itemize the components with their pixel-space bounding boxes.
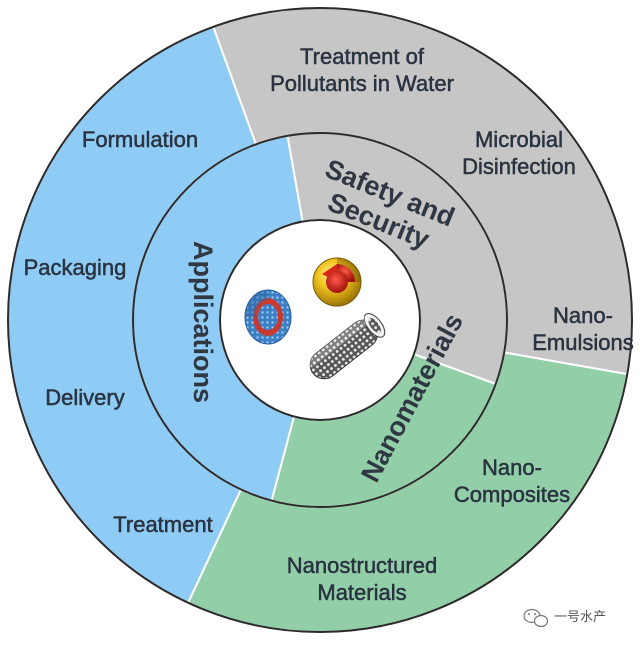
watermark: 一号水产 bbox=[523, 608, 606, 628]
treatment-label: Treatment bbox=[113, 512, 212, 537]
outer-ring bbox=[7, 7, 633, 633]
watermark-text: 一号水产 bbox=[554, 610, 606, 625]
applications-label: Applications bbox=[188, 241, 218, 403]
formulation-label: Formulation bbox=[82, 127, 198, 152]
nano-composites-line1: Nano- bbox=[482, 455, 542, 480]
nanocapsule-icon bbox=[244, 289, 292, 345]
wechat-icon bbox=[523, 608, 549, 628]
nano-emulsions-line1: Nano- bbox=[553, 303, 613, 328]
outer-ring-border bbox=[7, 7, 633, 633]
nanostructured-materials-line2: Materials bbox=[317, 580, 406, 605]
microbial-disinfection-line2: Disinfection bbox=[462, 154, 576, 179]
microbial-disinfection-line1: Microbial bbox=[475, 127, 563, 152]
treatment-of-pollutants-line2: Pollutants in Water bbox=[270, 71, 454, 96]
inner-ring-border bbox=[132, 132, 508, 508]
nanotube-icon bbox=[306, 313, 386, 380]
delivery-label: Delivery bbox=[45, 385, 124, 410]
treatment-of-pollutants-line1: Treatment of bbox=[300, 44, 425, 69]
packaging-label: Packaging bbox=[24, 255, 127, 280]
nano-emulsions-line2: Emulsions bbox=[532, 330, 633, 355]
nano-composites-line2: Composites bbox=[454, 482, 570, 507]
nanostructured-materials-line1: Nanostructured bbox=[287, 553, 437, 578]
core-shell-sphere-icon bbox=[312, 257, 362, 307]
center-hub bbox=[219, 219, 421, 421]
